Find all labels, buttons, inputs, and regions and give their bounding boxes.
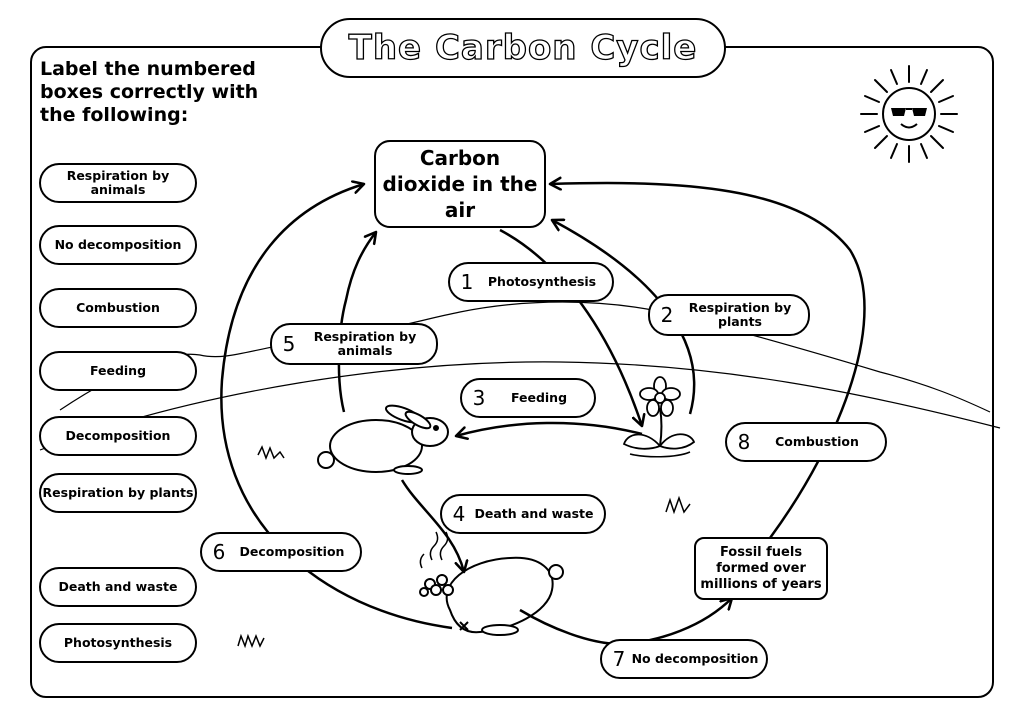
label-text: Feeding	[510, 390, 568, 405]
label-text: Photosynthesis	[487, 274, 597, 289]
numbered-label-2: 2 Respiration by plants	[648, 294, 810, 336]
arrow-death-and-waste	[400, 479, 464, 572]
flower-icon	[622, 376, 696, 458]
page-title: The Carbon Cycle	[320, 18, 726, 78]
numbered-label-3: 3 Feeding	[460, 378, 596, 418]
arrow-no-decomposition	[519, 598, 732, 646]
label-number: 6	[212, 540, 226, 564]
numbered-label-5: 5 Respiration by animals	[270, 323, 438, 365]
numbered-label-4: 4 Death and waste	[440, 494, 606, 534]
label-number: 7	[612, 647, 626, 671]
arrow-animal-respiration	[337, 232, 376, 413]
label-number: 2	[660, 303, 674, 327]
sun-icon	[860, 65, 958, 163]
label-text: Combustion	[775, 434, 859, 449]
label-number: 8	[737, 430, 751, 454]
numbered-label-1: 1 Photosynthesis	[448, 262, 614, 302]
hill-line	[59, 301, 991, 413]
label-text: Respiration by plants	[688, 300, 792, 329]
label-text: Decomposition	[239, 544, 345, 559]
label-number: 3	[472, 386, 486, 410]
arrow-decomposition-to-air	[220, 184, 453, 630]
arrow-photosynthesis	[499, 228, 642, 426]
grass-tuft-icon	[665, 495, 691, 515]
instructions-text: Label the numbered boxes correctly with …	[40, 58, 259, 126]
dead-rabbit-icon	[419, 531, 564, 636]
word-bank-item[interactable]: Combustion	[39, 288, 197, 328]
arrow-feeding	[456, 421, 643, 436]
horizon-line	[39, 361, 1001, 451]
rabbit-icon	[317, 404, 449, 475]
word-bank-item[interactable]: Death and waste	[39, 567, 197, 607]
carbon-dioxide-box: Carbon dioxide in the air	[374, 140, 546, 228]
label-number: 1	[460, 270, 474, 294]
label-number: 4	[452, 502, 466, 526]
label-text: Death and waste	[474, 506, 594, 521]
word-bank-item[interactable]: Photosynthesis	[39, 623, 197, 663]
word-bank-item[interactable]: No decomposition	[39, 225, 197, 265]
word-bank-item[interactable]: Decomposition	[39, 416, 197, 456]
arrow-combustion	[550, 183, 866, 539]
fossil-fuels-box: Fossil fuels formed over millions of yea…	[694, 537, 828, 600]
grass-tuft-icon	[257, 445, 285, 461]
label-number: 5	[282, 332, 296, 356]
word-bank-item[interactable]: Respiration by animals	[39, 163, 197, 203]
label-text: No decomposition	[631, 651, 759, 666]
numbered-label-6: 6 Decomposition	[200, 532, 362, 572]
grass-tuft-icon	[237, 633, 265, 649]
word-bank-item[interactable]: Feeding	[39, 351, 197, 391]
numbered-label-7: 7 No decomposition	[600, 639, 768, 679]
numbered-label-8: 8 Combustion	[725, 422, 887, 462]
label-text: Respiration by animals	[313, 329, 417, 358]
word-bank-item[interactable]: Respiration by plants	[39, 473, 197, 513]
